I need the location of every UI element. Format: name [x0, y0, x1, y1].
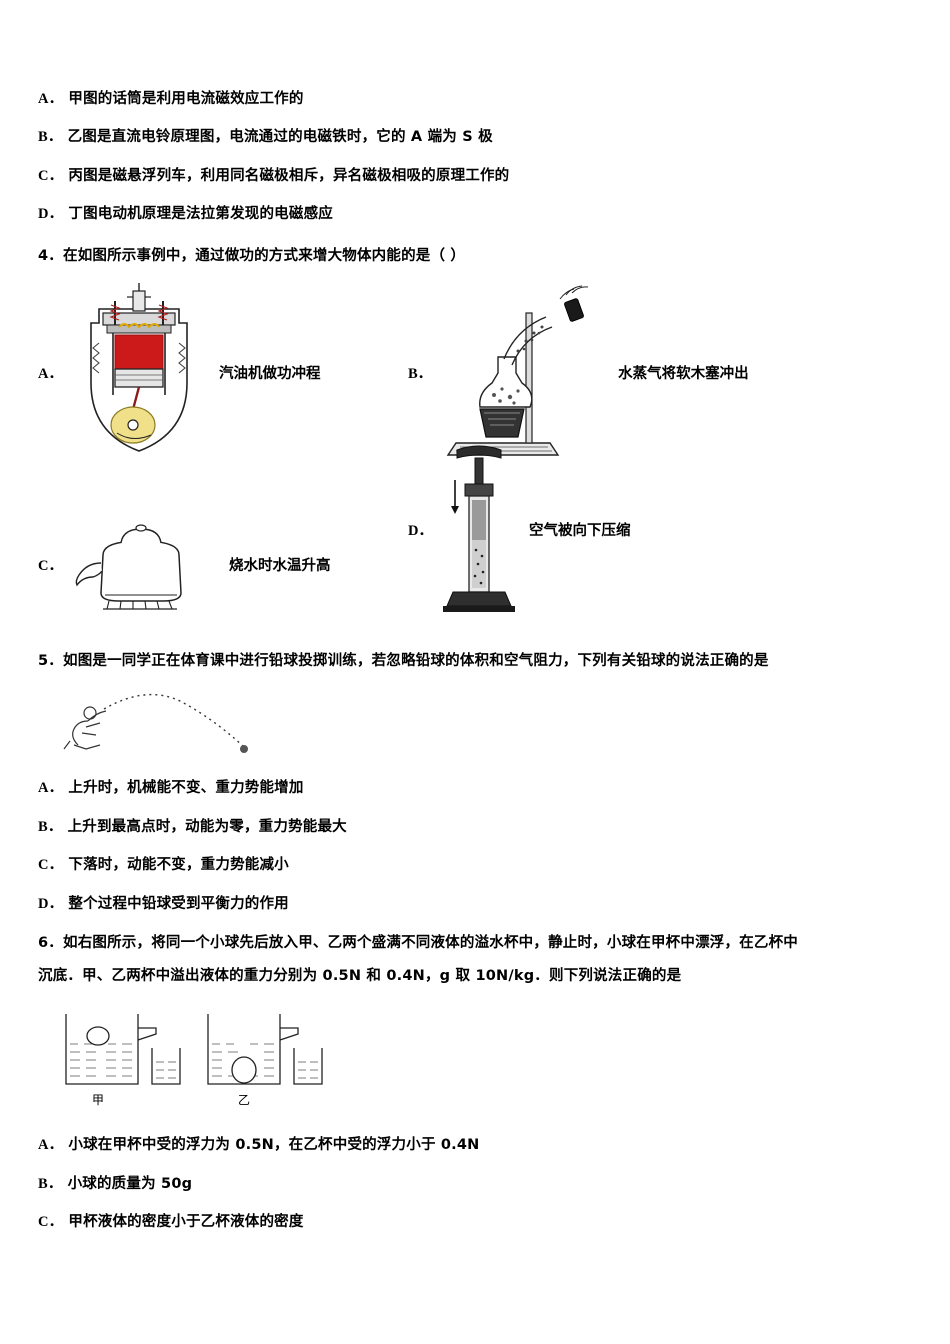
q5-option-c-label: C．: [38, 857, 64, 874]
q6-option-b-text: 小球的质量为 50g: [67, 1175, 193, 1192]
q5-option-b-label: B．: [38, 818, 63, 835]
q6-option-a-label: A．: [38, 1137, 64, 1154]
q3-option-d-text: 丁图电动机原理是法拉第发现的电磁感应: [68, 206, 333, 223]
q6-option-c: C．甲杯液体的密度小于乙杯液体的密度: [38, 1211, 918, 1233]
q4-option-b-label: B．: [408, 366, 433, 383]
q5-option-c-text: 下落时，动能不变，重力势能减小: [68, 857, 289, 874]
q4-option-d-caption: 空气被向下压缩: [528, 523, 631, 540]
q5-option-b-text: 上升到最高点时，动能为零，重力势能最大: [67, 818, 347, 835]
q3-option-b-text: 乙图是直流电铃原理图，电流通过的电磁铁时，它的 A 端为 S 极: [67, 129, 493, 146]
q5-option-b: B．上升到最高点时，动能为零，重力势能最大: [38, 816, 918, 838]
page-content: A．甲图的话筒是利用电流磁效应工作的 B．乙图是直流电铃原理图，电流通过的电磁铁…: [38, 88, 918, 1250]
question3-options: A．甲图的话筒是利用电流磁效应工作的 B．乙图是直流电铃原理图，电流通过的电磁铁…: [38, 88, 918, 226]
q5-option-d-label: D．: [38, 895, 64, 912]
q6-option-b-label: B．: [38, 1175, 63, 1192]
q6-option-a-text: 小球在甲杯中受的浮力为 0.5N，在乙杯中受的浮力小于 0.4N: [68, 1137, 480, 1154]
q5-option-d: D．整个过程中铅球受到平衡力的作用: [38, 893, 918, 915]
q3-option-b: B．乙图是直流电铃原理图，电流通过的电磁铁时，它的 A 端为 S 极: [38, 126, 918, 148]
q4-option-c-caption: 烧水时水温升高: [228, 558, 331, 575]
q4-option-c: C． 烧水时水温升: [38, 515, 330, 615]
kettle-figure: [69, 515, 219, 615]
gasoline-engine-figure: [69, 282, 209, 463]
q6-option-c-label: C．: [38, 1214, 64, 1231]
q6-option-c-text: 甲杯液体的密度小于乙杯液体的密度: [68, 1214, 304, 1231]
q4-option-d: D．: [408, 440, 630, 620]
q4-option-a: A．: [38, 282, 321, 463]
q4-option-a-label: A．: [38, 366, 63, 383]
air-pump-figure: [439, 440, 519, 620]
question6-stem-line1: 6．如右图所示，将同一个小球先后放入甲、乙两个盛满不同液体的溢水杯中，静止时，小…: [38, 935, 798, 952]
overflow-cup-label-yi: 乙: [238, 1093, 250, 1107]
q3-option-c-label: C．: [38, 167, 64, 184]
q3-option-c: C．丙图是磁悬浮列车，利用同名磁极相斥，异名磁极相吸的原理工作的: [38, 165, 918, 187]
question5-options: A．上升时，机械能不变、重力势能增加 B．上升到最高点时，动能为零，重力势能最大…: [38, 777, 918, 915]
question4-stem: 4．在如图所示事例中，通过做功的方式来增大物体内能的是（ ）: [38, 247, 466, 264]
q3-option-c-text: 丙图是磁悬浮列车，利用同名磁极相斥，异名磁极相吸的原理工作的: [68, 167, 510, 184]
q6-option-b: B．小球的质量为 50g: [38, 1173, 918, 1195]
question5-stem: 5．如图是一同学正在体育课中进行铅球投掷训练，若忽略铅球的体积和空气阻力，下列有…: [38, 652, 769, 669]
q4-option-b-caption: 水蒸气将软木塞冲出: [618, 366, 749, 383]
q3-option-a-text: 甲图的话筒是利用电流磁效应工作的: [68, 91, 304, 107]
q5-option-a-label: A．: [38, 780, 64, 797]
q5-option-d-text: 整个过程中铅球受到平衡力的作用: [68, 895, 289, 912]
q6-option-a: A．小球在甲杯中受的浮力为 0.5N，在乙杯中受的浮力小于 0.4N: [38, 1134, 918, 1156]
q5-option-c: C．下落时，动能不变，重力势能减小: [38, 854, 918, 876]
question6-options: A．小球在甲杯中受的浮力为 0.5N，在乙杯中受的浮力小于 0.4N B．小球的…: [38, 1134, 918, 1233]
overflow-cups-figure: 甲: [52, 1000, 352, 1120]
q3-option-a-label: A．: [38, 91, 64, 107]
question4-figures: A．: [38, 275, 918, 645]
steam-cork-figure: [438, 283, 608, 463]
q3-option-d: D．丁图电动机原理是法拉第发现的电磁感应: [38, 203, 918, 225]
q5-option-a-text: 上升时，机械能不变、重力势能增加: [68, 780, 304, 797]
q4-option-b: B．: [408, 283, 749, 463]
q3-option-a: A．甲图的话筒是利用电流磁效应工作的: [38, 88, 918, 110]
overflow-cup-label-jia: 甲: [92, 1093, 104, 1107]
q5-option-a: A．上升时，机械能不变、重力势能增加: [38, 777, 918, 799]
q4-option-a-caption: 汽油机做功冲程: [218, 366, 321, 383]
q3-option-b-label: B．: [38, 129, 63, 146]
question6-stem-line2: 沉底．甲、乙两杯中溢出液体的重力分别为 0.5N 和 0.4N，g 取 10N/…: [38, 967, 682, 984]
q3-option-d-label: D．: [38, 206, 64, 223]
shot-put-figure: [56, 683, 356, 763]
q4-option-d-label: D．: [408, 523, 433, 540]
q4-option-c-label: C．: [38, 558, 63, 575]
